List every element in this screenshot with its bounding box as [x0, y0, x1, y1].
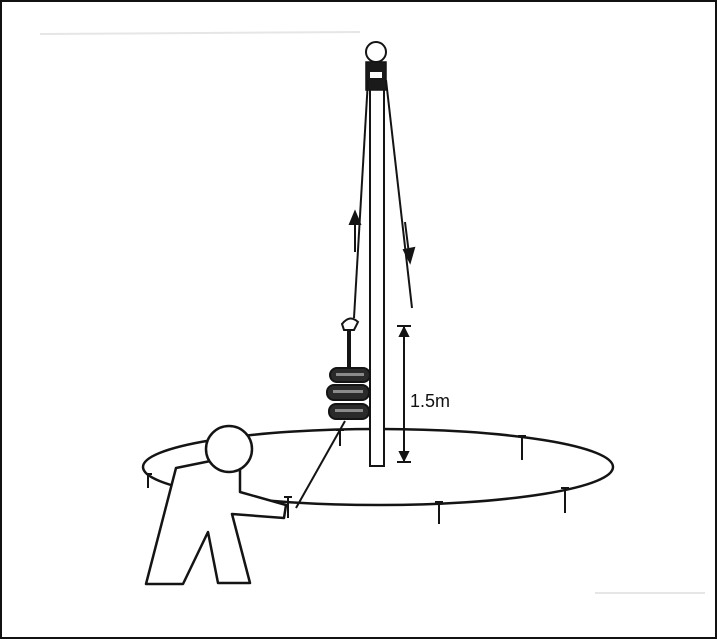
- pulley-slot: [370, 72, 382, 78]
- faint-line-top: [39, 31, 361, 35]
- height-label: 1.5m: [410, 391, 450, 411]
- person-figure: [144, 424, 288, 586]
- peg: [518, 435, 526, 460]
- peg: [336, 429, 344, 446]
- guide-rope: [295, 420, 346, 509]
- person-head: [204, 424, 254, 474]
- person-body: [144, 453, 288, 586]
- peg: [146, 473, 152, 488]
- hook: [340, 317, 360, 331]
- arrow-down-icon: [402, 221, 416, 265]
- peg: [561, 487, 569, 513]
- height-dimension: [397, 325, 411, 463]
- pulley-wheel: [365, 41, 387, 63]
- tyre-stack: [326, 367, 371, 420]
- arrow-up-icon: [348, 209, 362, 252]
- peg: [284, 496, 292, 518]
- peg: [435, 501, 443, 524]
- rope-down: [385, 79, 413, 309]
- rope-up: [353, 79, 369, 319]
- pole: [369, 85, 385, 467]
